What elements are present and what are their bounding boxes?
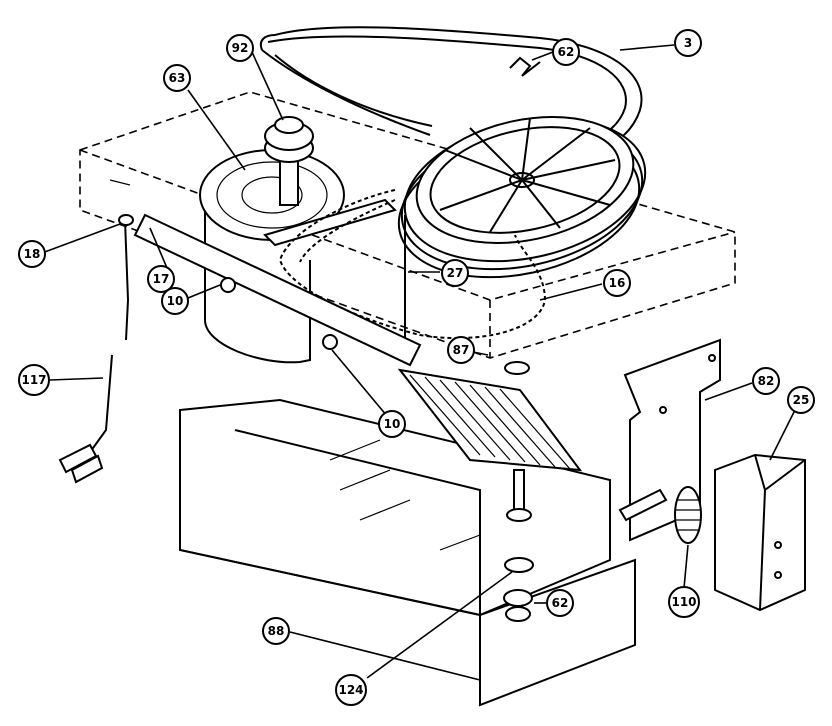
callout-62-top: 62 [552,38,580,66]
svg-text:88: 88 [268,624,285,638]
svg-text:10: 10 [384,417,401,431]
lower-tray [179,398,636,707]
mounting-bracket-strip [133,213,422,367]
callout-16: 16 [603,269,631,297]
callout-62-bottom: 62 [546,589,574,617]
svg-text:63: 63 [169,71,186,85]
top-housing-plate [79,91,736,359]
callout-124: 124 [335,674,367,706]
svg-text:3: 3 [684,36,692,50]
callout-10-top: 10 [161,287,189,315]
svg-text:62: 62 [558,45,575,59]
svg-text:27: 27 [447,266,464,280]
svg-text:87: 87 [453,343,470,357]
callout-88: 88 [262,617,290,645]
svg-text:16: 16 [609,276,626,290]
callout-87: 87 [447,336,475,364]
callout-110: 110 [668,586,700,618]
svg-text:110: 110 [671,595,696,609]
callout-117: 117 [18,364,50,396]
heater-grille [397,368,583,472]
callout-82: 82 [752,367,780,395]
leader-lines [41,44,796,681]
callout-92: 92 [226,34,254,62]
shaft-assembly [503,361,534,622]
callout-10-bottom: 10 [378,410,406,438]
svg-text:92: 92 [232,41,249,55]
callout-27: 27 [441,259,469,287]
svg-text:18: 18 [24,247,41,261]
svg-text:25: 25 [793,393,810,407]
svg-text:124: 124 [338,683,363,697]
svg-text:62: 62 [552,596,569,610]
spring-clip [618,486,702,544]
svg-text:17: 17 [153,272,170,286]
large-pulley [397,116,647,279]
callout-18: 18 [18,240,46,268]
small-clip [509,56,541,77]
callout-3: 3 [674,29,702,57]
callout-63: 63 [163,64,191,92]
callout-25: 25 [787,386,815,414]
svg-text:117: 117 [21,373,46,387]
callout-17: 17 [147,265,175,293]
power-cord [58,214,134,484]
svg-text:10: 10 [167,294,184,308]
drive-chain [278,189,547,340]
corner-cover [714,453,806,612]
svg-text:82: 82 [758,374,775,388]
